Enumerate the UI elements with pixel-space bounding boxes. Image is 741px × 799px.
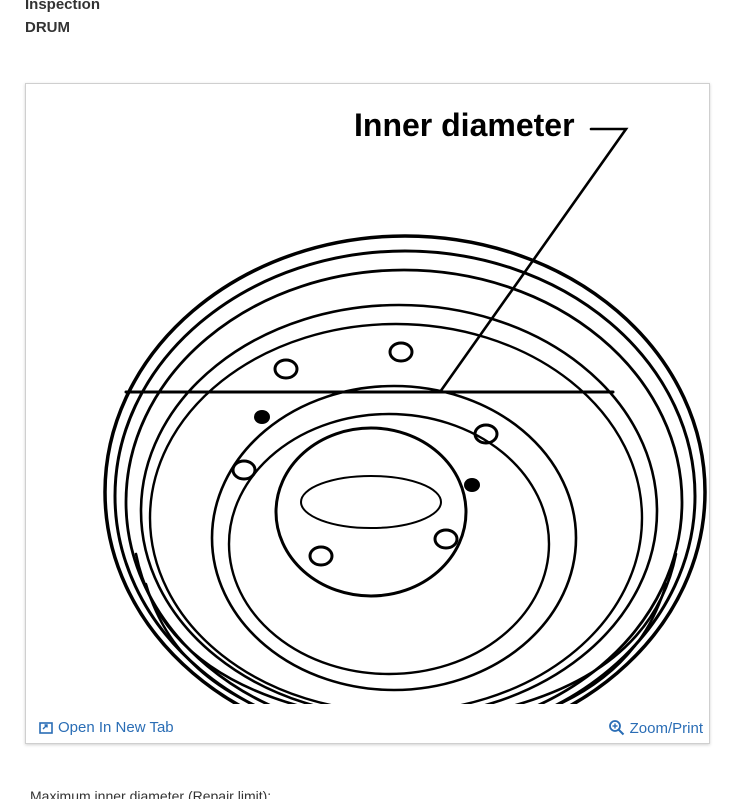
drum-rim-2 — [113, 249, 697, 704]
callout-label: Inner diameter — [354, 107, 575, 143]
brake-drum-diagram: Inner diameter — [103, 107, 707, 704]
open-in-new-tab-icon — [39, 721, 53, 734]
hub-flange-inner — [227, 412, 551, 676]
hub-center-bore — [274, 426, 468, 598]
figure-toolbar: Open In New Tab Zoom/Print — [26, 713, 709, 743]
spec-text: Maximum inner diameter (Repair limit): — [30, 788, 272, 799]
zoom-icon — [608, 720, 624, 736]
stud-hole — [273, 358, 299, 380]
drum-outer-rim — [103, 234, 707, 704]
open-in-new-tab-label: Open In New Tab — [58, 719, 174, 736]
section-heading-drum: DRUM — [25, 19, 70, 36]
callout-leader-line — [438, 127, 629, 394]
stud-hole — [473, 423, 499, 445]
section-heading-inspection: Inspection — [25, 0, 101, 13]
bolt-hole — [254, 410, 270, 424]
zoom-print-label: Zoom/Print — [629, 719, 703, 737]
open-in-new-tab-link[interactable]: Open In New Tab — [38, 719, 174, 736]
drum-inner-wall-2 — [148, 322, 644, 704]
bolt-hole — [464, 478, 480, 492]
hub-center-bore-lip — [300, 475, 442, 529]
stud-hole — [231, 459, 257, 481]
hub-flange-outer — [210, 384, 578, 692]
zoom-print-link[interactable]: Zoom/Print — [608, 719, 703, 737]
drum-rim-3 — [124, 268, 684, 704]
stud-hole — [308, 545, 334, 567]
drum-base-curve-2 — [144, 582, 668, 704]
figure-card: Inner diameter Open In New Tab Zoom/Prin… — [25, 83, 710, 744]
drum-inner-wall — [139, 303, 659, 704]
stud-hole — [433, 528, 459, 550]
drum-base-curve — [134, 552, 678, 704]
stud-hole — [388, 341, 414, 363]
